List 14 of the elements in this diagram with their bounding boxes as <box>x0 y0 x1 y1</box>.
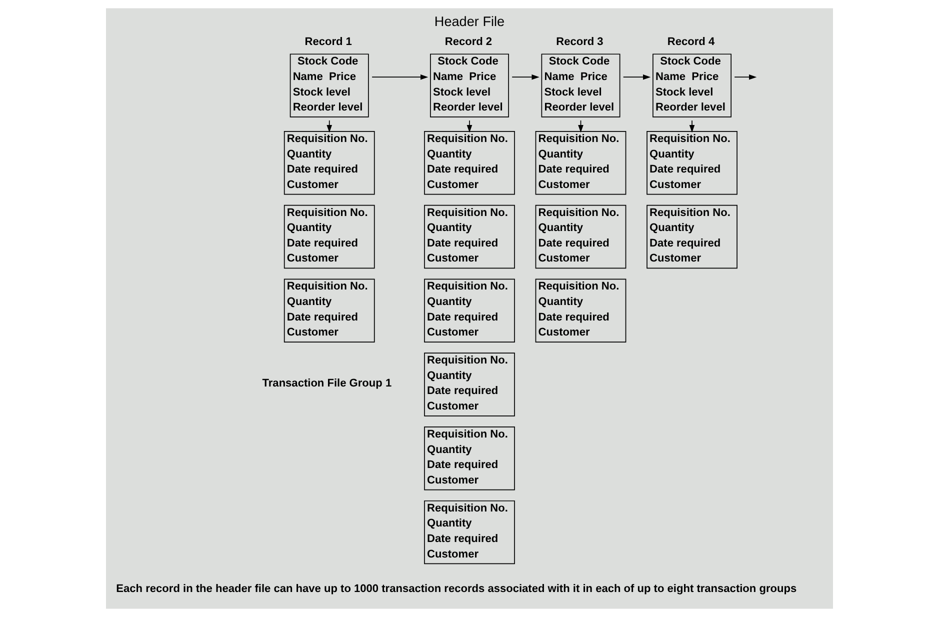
arrow <box>734 74 756 80</box>
arrow <box>326 120 332 133</box>
label: Transaction File Group 1 <box>262 378 392 390</box>
arrow <box>371 74 428 80</box>
arrow <box>622 74 650 80</box>
node-label: Record 1 <box>304 36 352 48</box>
node-label: Record 4 <box>666 36 714 48</box>
caption: Each record in the header file can have up to 1000 transaction records associated with it in each of up to eight transaction groups <box>116 583 796 596</box>
diagram-title: Header File <box>434 14 504 29</box>
node-label: Record 3 <box>556 36 603 48</box>
arrow <box>688 120 694 133</box>
node-label: Record 2 <box>444 36 492 48</box>
arrow <box>511 74 539 80</box>
arrow <box>466 120 472 133</box>
